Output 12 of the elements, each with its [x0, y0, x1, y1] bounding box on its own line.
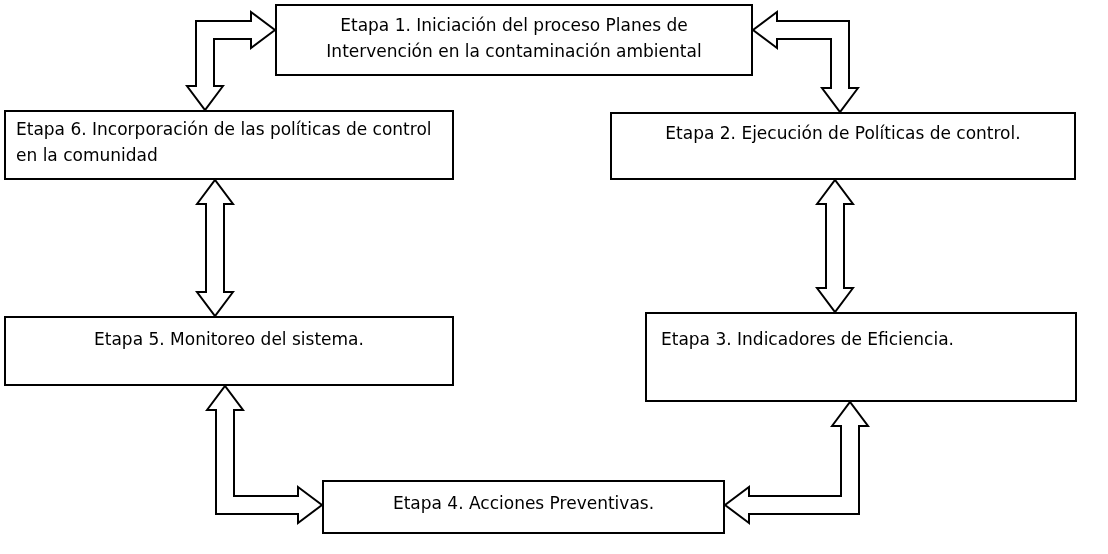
stage-label: Etapa 3. Indicadores de Eficiencia. — [661, 328, 954, 351]
stage-label: Etapa 1. Iniciación del proceso Planes de Intervención en la contaminación ambiental — [325, 14, 703, 64]
stage-label: Etapa 2. Ejecución de Políticas de control. — [665, 122, 1021, 145]
stage-label: Etapa 5. Monitoreo del sistema. — [94, 328, 364, 351]
stage-box — [4, 110, 454, 180]
stage-label: Etapa 4. Acciones Preventivas. — [392, 492, 655, 515]
stage-box — [322, 480, 725, 534]
stage-box — [4, 316, 454, 386]
stage-label: Etapa 6. Incorporación de las políticas de control en la comunidad — [16, 118, 433, 168]
stage-box — [645, 312, 1077, 402]
stage-box — [610, 112, 1076, 180]
stage-box — [275, 4, 753, 76]
